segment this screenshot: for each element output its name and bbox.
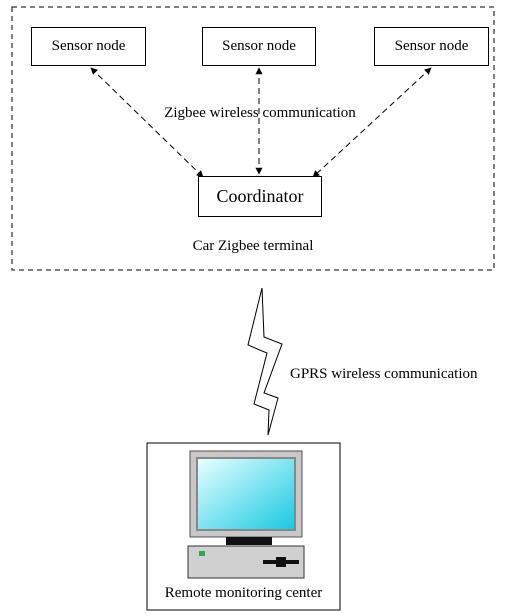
sensor-node-3: Sensor node	[374, 27, 489, 66]
monitor-screen	[198, 459, 294, 529]
zigbee-communication-label: Zigbee wireless communication	[164, 105, 356, 121]
sensor-node-3-label: Sensor node	[394, 38, 469, 54]
coordinator-node: Coordinator	[198, 176, 322, 217]
sensor-node-1: Sensor node	[31, 27, 146, 66]
computer-monitor-icon	[189, 450, 303, 545]
monitoring-center-caption: Remote monitoring center	[164, 585, 323, 601]
zigbee-terminal-boundary	[11, 6, 495, 271]
computer-case-icon	[187, 545, 305, 579]
sensor-node-1-label: Sensor node	[51, 38, 126, 54]
power-led	[199, 551, 205, 556]
drive-button	[276, 557, 286, 567]
gprs-lightning-icon	[247, 287, 283, 436]
monitor-stand	[226, 537, 272, 545]
zigbee-link-left	[90, 67, 204, 178]
sensor-node-2: Sensor node	[202, 27, 316, 66]
zigbee-link-right	[312, 67, 432, 178]
sensor-node-2-label: Sensor node	[222, 38, 296, 54]
terminal-caption: Car Zigbee terminal	[192, 238, 314, 254]
coordinator-label: Coordinator	[216, 186, 304, 206]
gprs-communication-label: GPRS wireless communication	[290, 366, 478, 382]
